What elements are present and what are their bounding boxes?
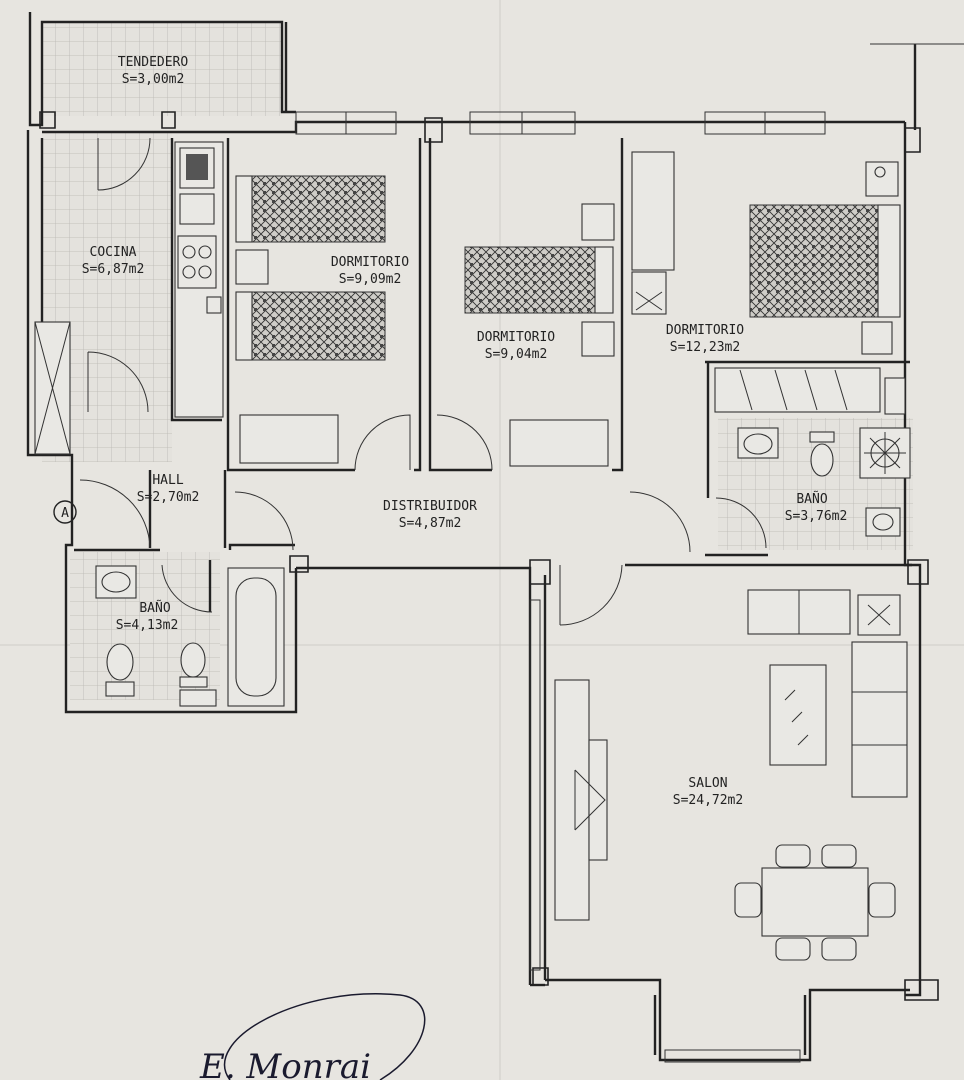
- signature-text: E. Monrai: [199, 1047, 371, 1080]
- room-label-cocina: COCINA: [90, 245, 137, 260]
- room-label-dormitorio-3: DORMITORIO: [666, 323, 744, 338]
- room-area-distribuidor: S=4,87m2: [399, 516, 462, 531]
- entrance-marker-label: A: [61, 506, 69, 521]
- room-area-bano-1: S=4,13m2: [116, 618, 179, 633]
- bathroom-1-fixtures: [95, 565, 285, 707]
- room-area-bano-2: S=3,76m2: [785, 509, 848, 524]
- room-area-cocina: S=6,87m2: [82, 262, 145, 277]
- bedroom-3-furniture: [631, 151, 906, 415]
- signature-loop: [223, 993, 426, 1080]
- room-label-dormitorio-1: DORMITORIO: [331, 255, 409, 270]
- room-label-bano-1: BAÑO: [139, 600, 170, 616]
- room-label-dormitorio-2: DORMITORIO: [477, 330, 555, 345]
- living-room-furniture: [554, 589, 908, 961]
- kitchen-fixtures: [34, 141, 224, 455]
- room-area-dormitorio-1: S=9,09m2: [339, 272, 402, 287]
- room-area-dormitorio-2: S=9,04m2: [485, 347, 548, 362]
- room-label-distribuidor: DISTRIBUIDOR: [383, 499, 477, 514]
- room-label-tendedero: TENDEDERO: [118, 55, 189, 70]
- windows: [295, 111, 826, 1063]
- room-area-salon: S=24,72m2: [673, 793, 743, 808]
- room-label-salon: SALON: [688, 776, 727, 791]
- bedroom-1-furniture: [235, 175, 386, 464]
- room-label-bano-2: BAÑO: [796, 491, 827, 507]
- bathroom-2-fixtures: [737, 427, 911, 537]
- doors: [79, 137, 767, 626]
- room-area-dormitorio-3: S=12,23m2: [670, 340, 740, 355]
- room-area-hall: S=2,70m2: [137, 490, 200, 505]
- bedroom-2-furniture: [464, 203, 615, 467]
- entrance-marker-circle: [53, 500, 77, 524]
- room-label-hall: HALL: [152, 473, 183, 488]
- room-area-tendedero: S=3,00m2: [122, 72, 185, 87]
